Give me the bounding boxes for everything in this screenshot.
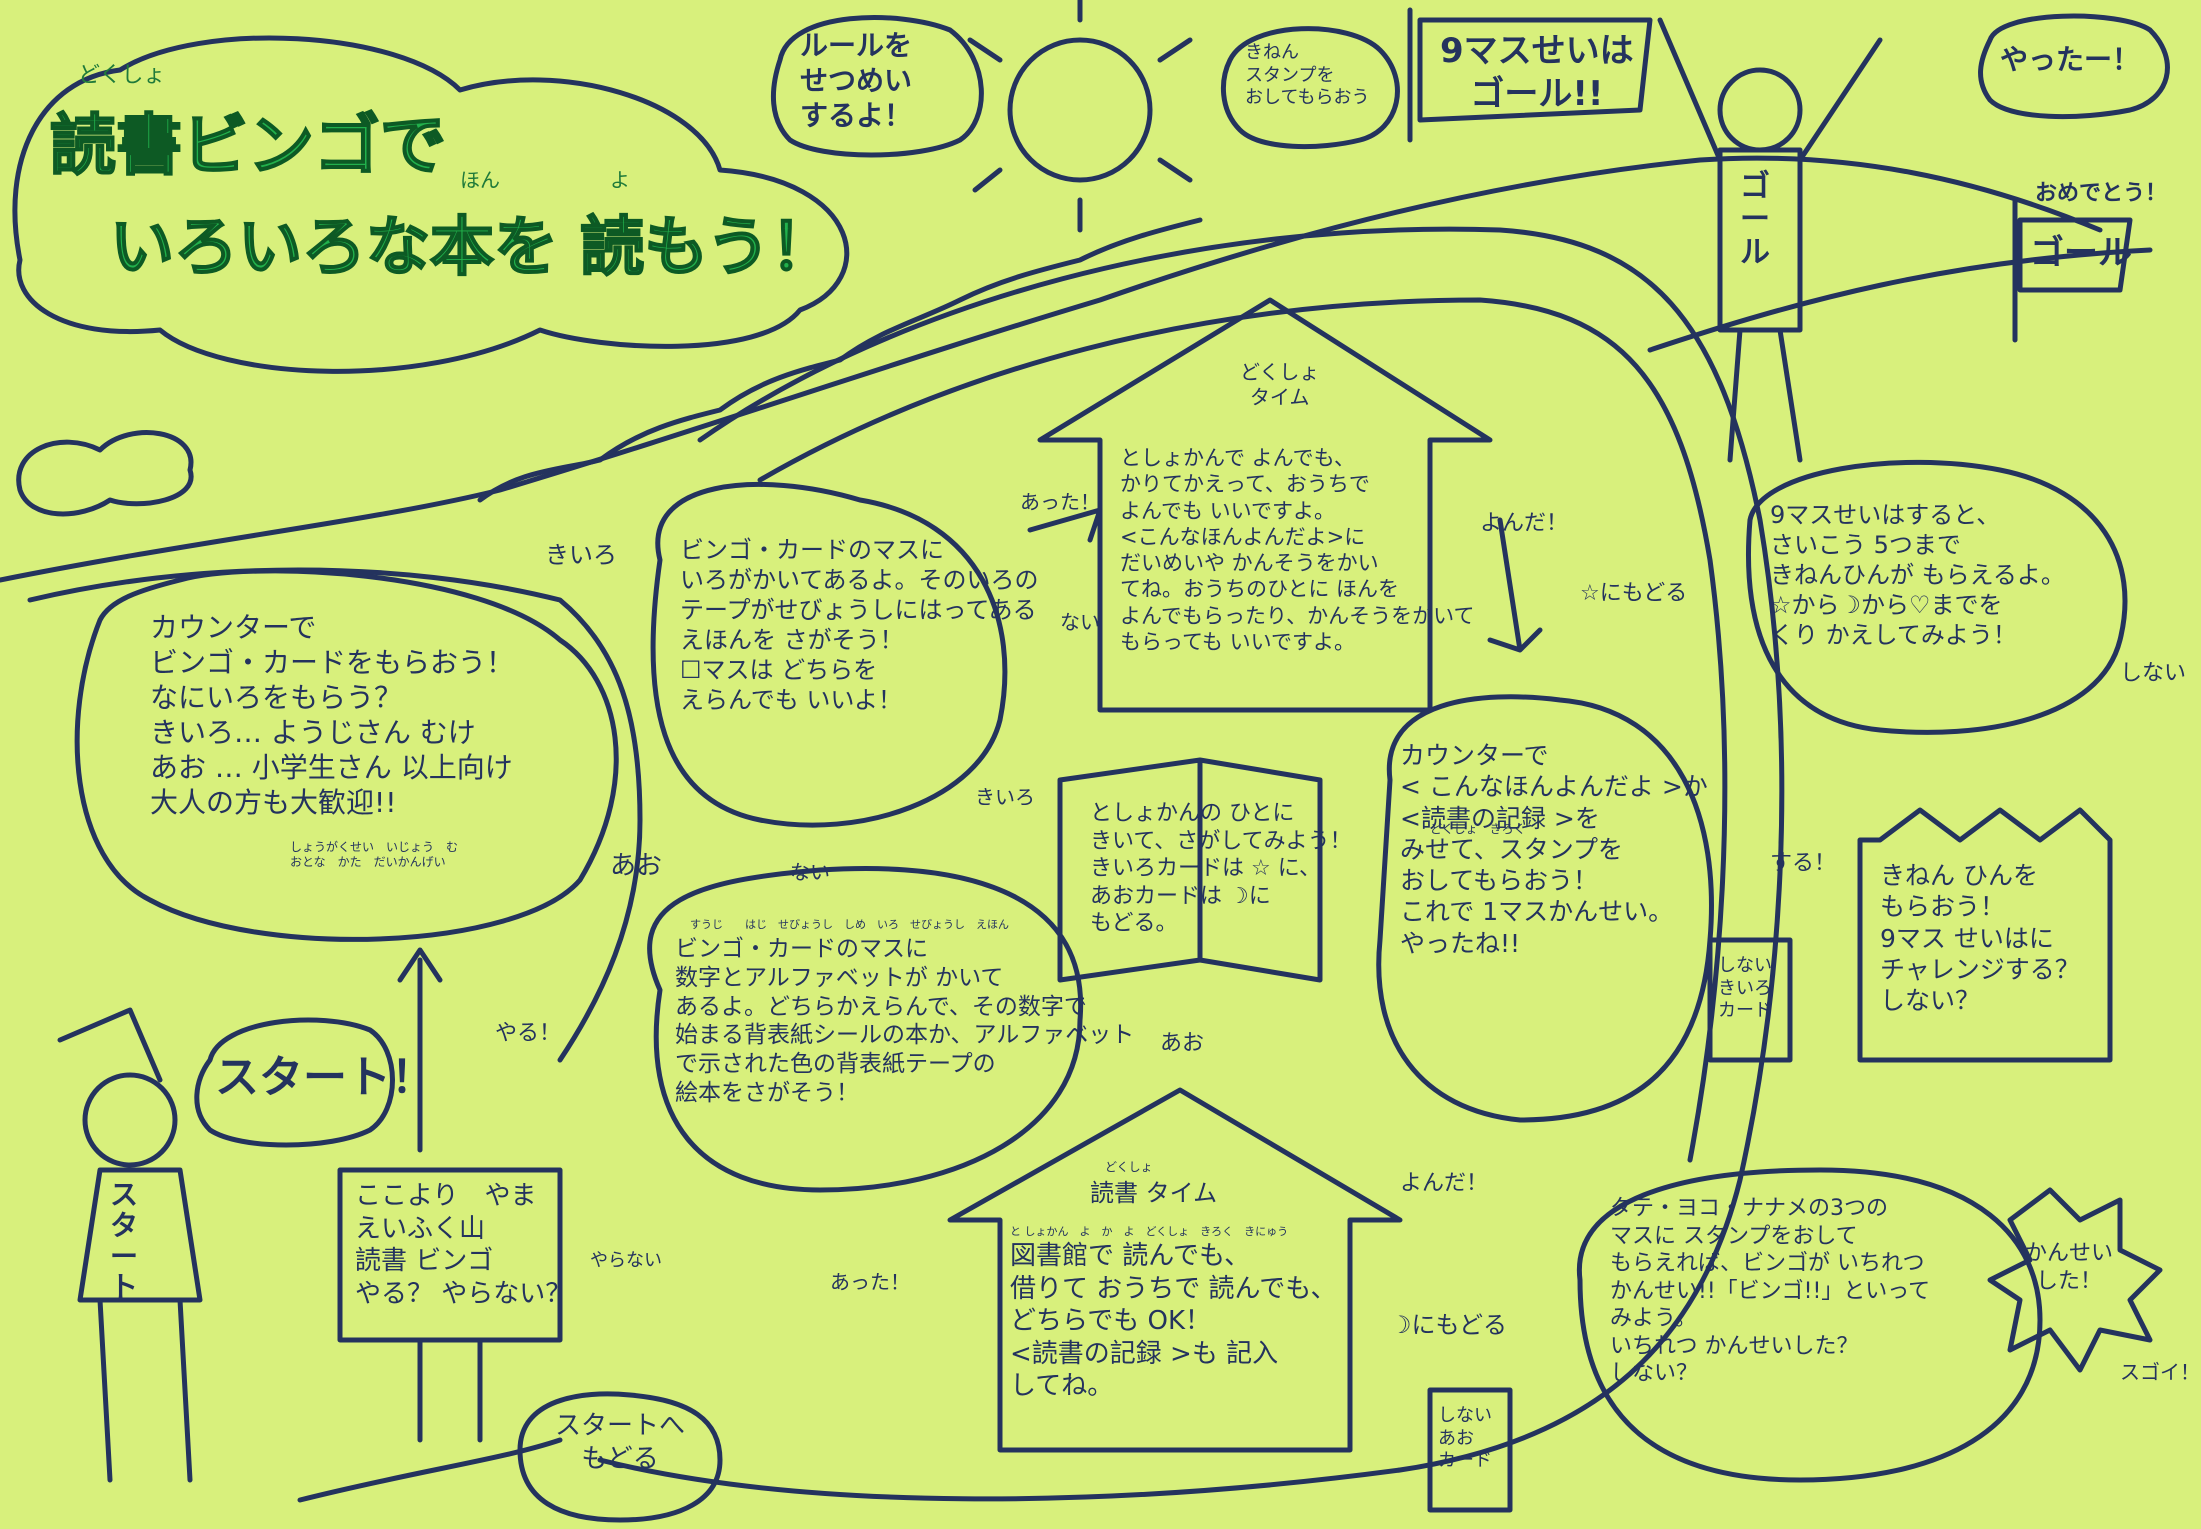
road-inner xyxy=(757,297,1728,1163)
bubble-bingo-color xyxy=(650,481,1008,828)
sign-text: ここより やま えいふく山 読書 ビンゴ やる？ やらない？ xyxy=(355,1181,572,1309)
bingo-complete-text: タテ・ヨコ・ナナメの3つの マスに スタンプをおして もらえれば、ビンゴが いち… xyxy=(1610,1196,1931,1386)
bingo-color-text: ビンゴ・カードのマスに いろがかいてあるよ。そのいろの テープがせびょうしにはっ… xyxy=(680,536,1039,714)
path-label-atta-bottom: あった！ xyxy=(830,1270,910,1294)
card-shape-kiiro xyxy=(1707,937,1793,1063)
path-label-kiiro-top: きいろ xyxy=(545,541,617,569)
road-outer xyxy=(597,226,1785,1502)
card-shape-ao xyxy=(1427,1387,1513,1513)
path-label-moon-return: ☽にもどる xyxy=(1390,1311,1508,1339)
speech-start xyxy=(194,1017,395,1148)
arrow-yaru xyxy=(397,947,443,1153)
speech-sun-text: ルールを せつめい するよ！ xyxy=(800,29,913,132)
bubble-bingo-number xyxy=(647,866,1084,1193)
path-label-suru: する！ xyxy=(1770,851,1837,876)
goal-character-head xyxy=(1717,67,1803,153)
sun xyxy=(1007,37,1153,183)
house-bottom-ruby: と しょかん よ か よ どくしょ きろく きにゅう xyxy=(1010,1225,1289,1238)
house-top-text: としょかんで よんでも、 かりてかえって、おうちで よんでも いいですよ。 <こ… xyxy=(1120,446,1475,654)
book-text: としょかんの ひとに きいて、さがしてみよう！ きいろカードは ☆ に、 あおカ… xyxy=(1090,801,1352,936)
house-bottom-text: 図書館で 読んでも、 借りて おうちで 読んでも、 どちらでも OK！ <読書の… xyxy=(1010,1241,1337,1401)
goal-banner-shape xyxy=(1407,7,1653,143)
speech-stamp xyxy=(1220,26,1400,150)
path-label-kiiro-mid: きいろ xyxy=(975,785,1035,809)
path-label-yonda-bottom: よんだ！ xyxy=(1400,1171,1489,1196)
page-title-line2: いろいろな本を 読もう！ xyxy=(109,210,835,286)
bubble-bingo-complete xyxy=(1576,1167,2043,1483)
house-top xyxy=(1037,297,1493,713)
house-top-label: どくしょ タイム xyxy=(1240,360,1320,409)
speech-sun xyxy=(770,15,984,158)
crown-text: きねん ひんを もらおう！ 9マス せいはに チャレンジする？ しない？ xyxy=(1880,861,2080,1015)
path-label-ao-mid: あお xyxy=(1160,1031,1205,1056)
road-bottom xyxy=(297,1437,563,1503)
path-label-nai-top: ない xyxy=(1060,610,1100,634)
start-shirt-text: スタート xyxy=(110,1178,139,1304)
path-label-yonda-top: よんだ！ xyxy=(1480,511,1569,536)
counter-stamp-text: カウンターで < こんなほんよんだよ >か <読書の記録 >を みせて、スタンプ… xyxy=(1400,741,1708,958)
bingo-number-text: ビンゴ・カードのマスに 数字とアルファベットが かいて あるよ。どちらかえらんで… xyxy=(675,936,1135,1106)
house-bottom xyxy=(947,1087,1403,1453)
path-label-atta-top: あった！ xyxy=(1020,490,1100,514)
start-character-head xyxy=(82,1072,178,1168)
sign-shape xyxy=(337,1167,563,1443)
mountain-right xyxy=(1647,247,2153,353)
start-character-body xyxy=(57,1007,203,1483)
goal-shirt-text: ゴール xyxy=(1740,169,1770,270)
path-label-sugoi: スゴイ！ xyxy=(2120,1360,2200,1384)
bubble-counter-card xyxy=(74,568,619,942)
goal-flag-text: ゴール xyxy=(2030,233,2132,273)
path-label-yaru: やる！ xyxy=(495,1021,562,1046)
counter-card-text: カウンターで ビンゴ・カードをもらおう！ なにいろをもらう？ きいろ… ようじさ… xyxy=(150,611,515,819)
path-label-ao-left: あお xyxy=(610,851,663,881)
arrow-yonda xyxy=(1487,517,1543,653)
arrow-atta xyxy=(1027,507,1103,543)
counter-card-ruby: しょうがくせい いじょう む おとな かた だいかんげい xyxy=(290,840,459,869)
counter-stamp-ruby: どくしょ きろく xyxy=(1430,822,1526,836)
title-cloud xyxy=(12,35,850,374)
sun-rays xyxy=(967,0,1193,233)
path-label-yaranai: やらない xyxy=(590,1250,662,1271)
path-label-shinai-right: しない xyxy=(2120,661,2187,686)
house-bottom-label-ruby: どくしょ xyxy=(1105,1160,1153,1174)
path-label-nai-mid: ない xyxy=(790,860,830,884)
title-ruby-yo: よ xyxy=(610,168,630,192)
speech-yattaa xyxy=(1978,13,2170,120)
path-label-star-return: ☆にもどる xyxy=(1580,581,1688,606)
goal-banner-text: 9マスせいは ゴール!! xyxy=(1440,31,1634,114)
bingo-number-ruby: すうじ はじ せびょうし しめ いろ せびょうし えほん xyxy=(690,918,1009,931)
omedetou-text: おめでとう！ xyxy=(2035,181,2168,206)
title-ruby-hon: ほん xyxy=(460,168,500,192)
page-title-line1: 読書ビンゴで xyxy=(49,106,447,185)
return-start-text: スタートへ もどる xyxy=(555,1411,686,1474)
small-cloud xyxy=(16,430,194,517)
speech-start-text: スタート！ xyxy=(215,1052,435,1103)
house-bottom-label: 読書 タイム xyxy=(1090,1179,1218,1207)
goal-flag-shape xyxy=(2012,197,2133,343)
burst xyxy=(1987,1187,2163,1373)
bubble-return-start xyxy=(517,1391,723,1523)
title-ruby-dokusho: どくしょ xyxy=(78,63,166,88)
bubble-nine-info xyxy=(1746,459,2128,735)
goal-character-body xyxy=(1657,17,1883,463)
kansei-burst-text: かんせい した！ xyxy=(2025,1241,2114,1294)
card-shinai-kiiro: しない きいろ カード xyxy=(1718,955,1772,1021)
card-shinai-ao: しない あお カード xyxy=(1438,1405,1492,1471)
crown xyxy=(1857,807,2113,1063)
speech-stamp-text: きねん スタンプを おしてもらおう xyxy=(1245,42,1370,108)
speech-yattaa-text: やったー！ xyxy=(2000,43,2141,76)
nine-info-text: 9マスせいはすると、 さいこう 5つまで きねんひんが もらえるよ。 ☆から☽か… xyxy=(1770,501,2065,649)
open-book xyxy=(1057,757,1323,983)
